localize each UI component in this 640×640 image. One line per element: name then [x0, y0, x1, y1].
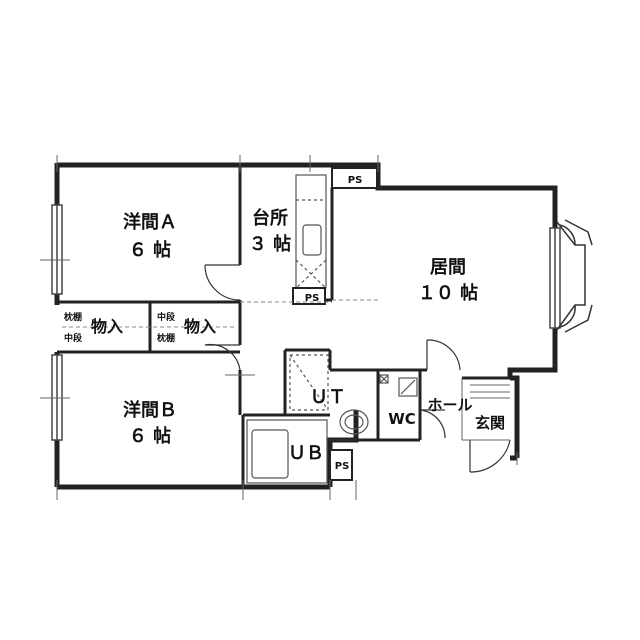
interior-walls [55, 165, 510, 487]
hall-name: ホール [427, 396, 472, 414]
bath-fixtures [246, 354, 418, 484]
ps-label-top: PS [348, 175, 363, 186]
dashed-lines [62, 299, 380, 328]
entrance-name: 玄関 [475, 414, 505, 432]
bay-window [556, 219, 593, 333]
storage-2-name: 物入 [184, 317, 216, 336]
storage-1-name: 物入 [91, 317, 123, 336]
western-b-name: 洋間Ｂ [123, 399, 177, 421]
living-name: 居間 [430, 257, 466, 278]
kitchen-fixtures [292, 167, 378, 305]
entrance-step [461, 378, 510, 441]
room-labels: 洋間Ａ ６ 帖 洋間Ｂ ６ 帖 台所 ３ 帖 居間 １０ 帖 枕棚 中段 物入 … [64, 175, 505, 472]
tick-marks [40, 155, 518, 500]
door-swings [204, 264, 511, 473]
bath-name: ＵＢ [288, 443, 324, 464]
kitchen-size: ３ 帖 [249, 233, 291, 255]
kitchen-name: 台所 [252, 207, 288, 229]
toilet-name: WC [388, 410, 416, 428]
storage-2-shelf-bottom: 枕棚 [157, 332, 175, 344]
western-a-name: 洋間Ａ [123, 211, 177, 233]
western-a-size: ６ 帖 [129, 239, 171, 261]
western-b-size: ６ 帖 [129, 425, 171, 447]
storage-2-shelf-top: 中段 [157, 311, 176, 323]
storage-1-shelf-top: 枕棚 [64, 311, 82, 323]
ps-label-kitchen: PS [305, 293, 320, 304]
living-size: １０ 帖 [418, 282, 478, 304]
ps-label-bath: PS [335, 461, 350, 472]
storage-1-shelf-bottom: 中段 [64, 332, 83, 344]
utility-name: ＵＴ [310, 387, 346, 408]
